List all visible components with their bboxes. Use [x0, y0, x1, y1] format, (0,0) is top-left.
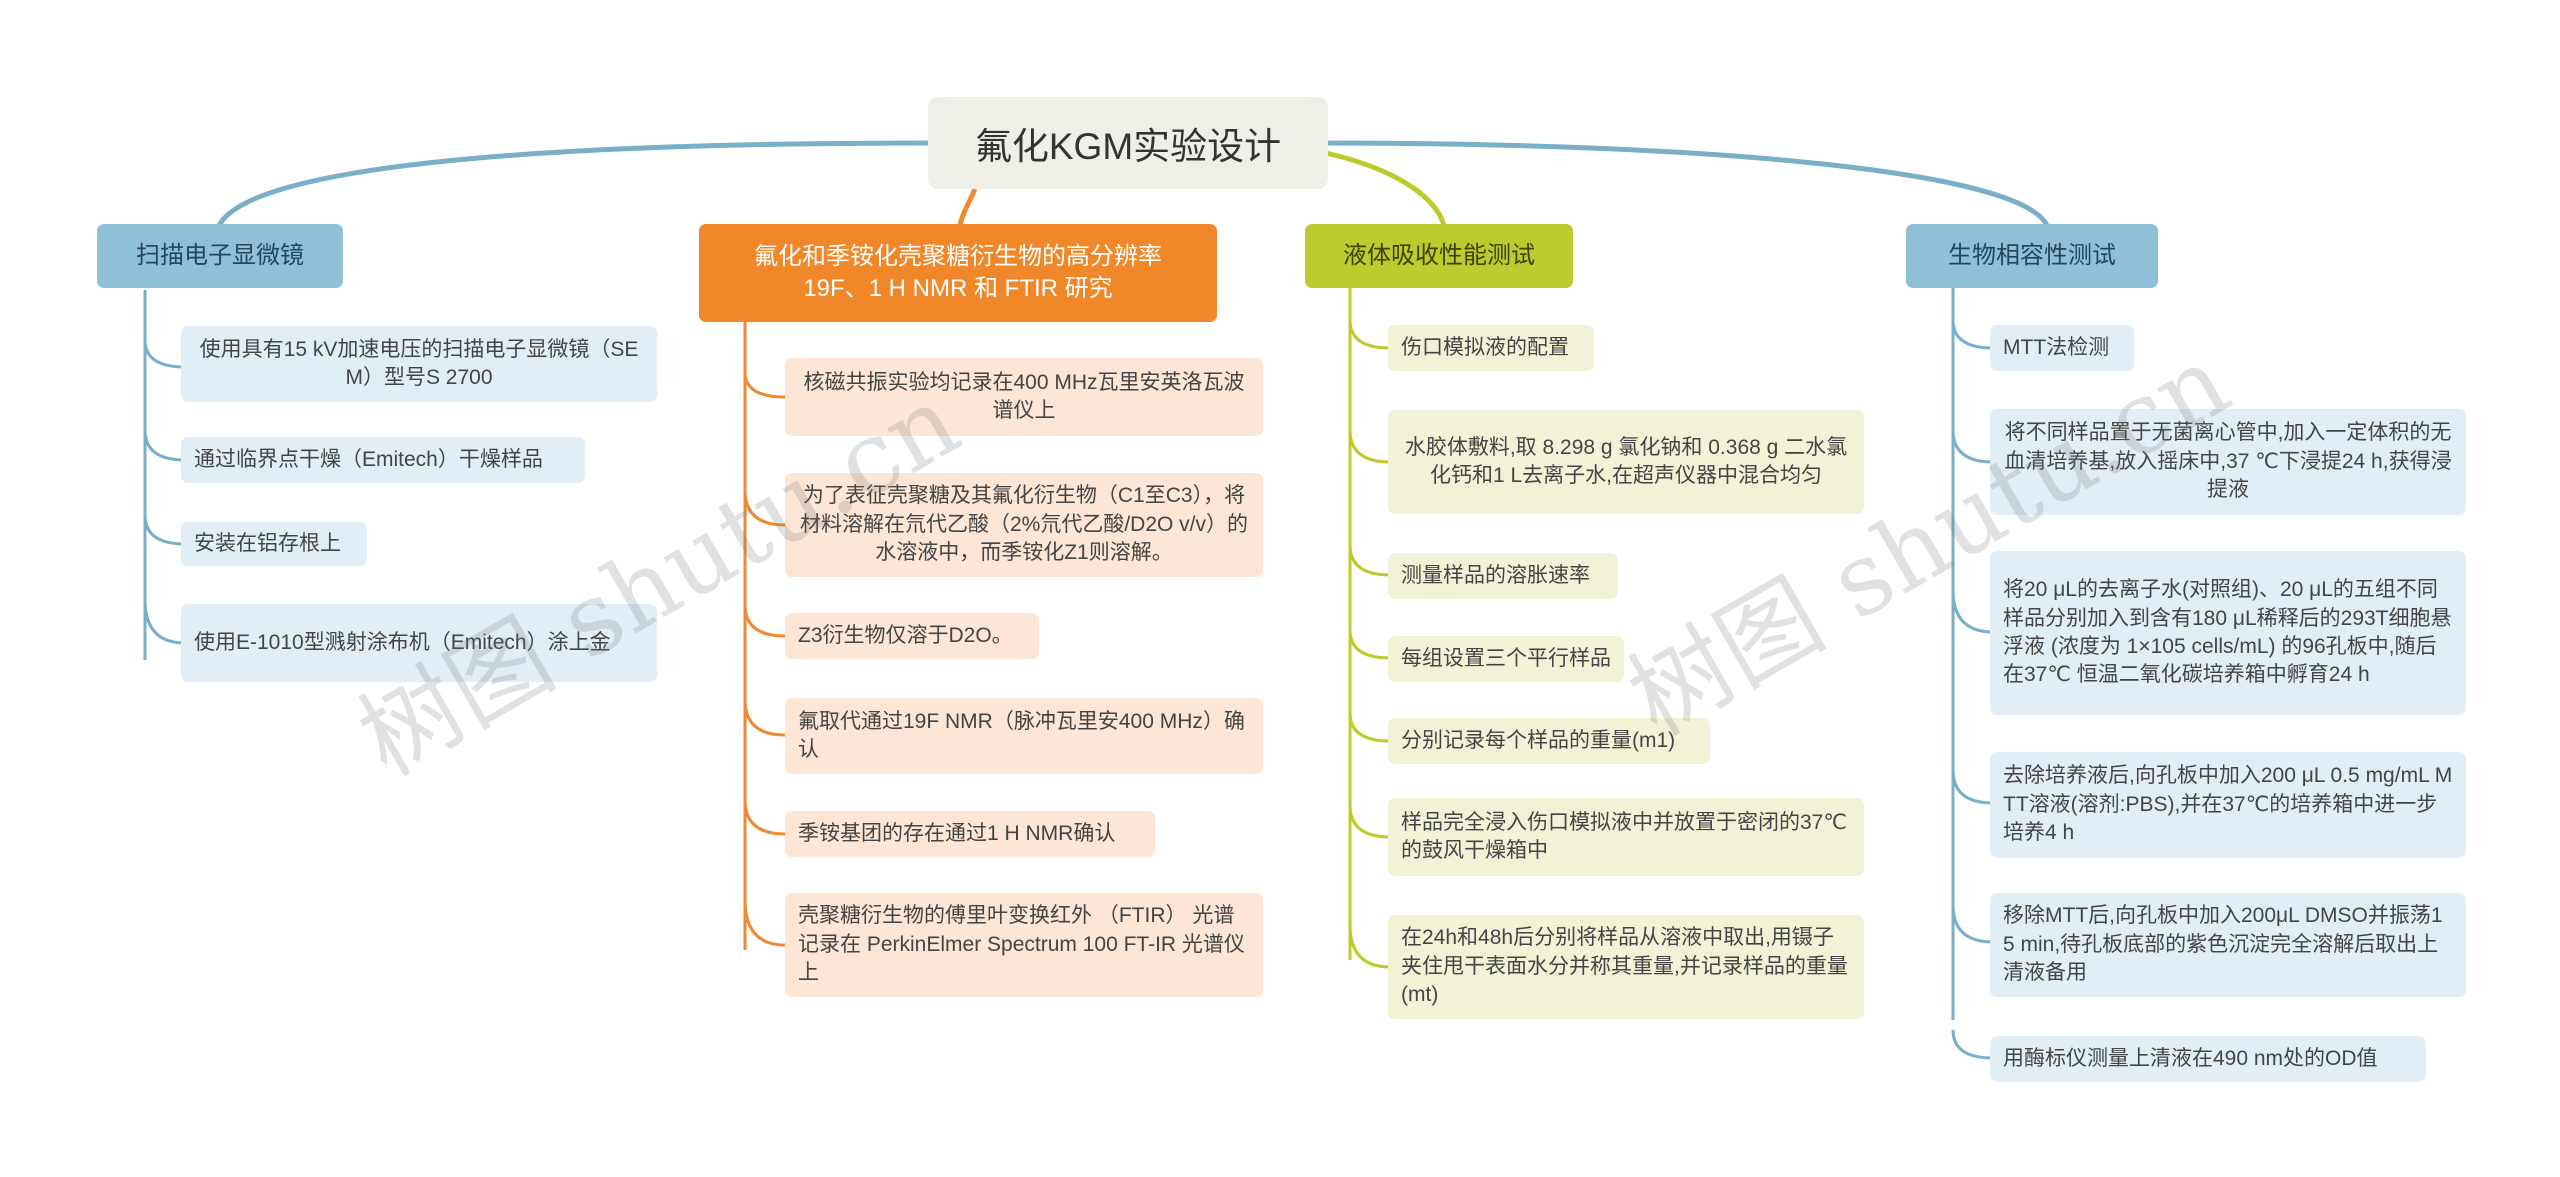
root-topic[interactable]: 氟化KGM实验设计: [928, 97, 1328, 189]
branch-liquid-absorption[interactable]: 液体吸收性能测试: [1305, 224, 1573, 288]
sem-item-4[interactable]: 使用E-1010型溅射涂布机（Emitech）涂上金: [181, 604, 657, 682]
bio-item-2[interactable]: 将不同样品置于无菌离心管中,加入一定体积的无血清培养基,放入摇床中,37 ℃下浸…: [1990, 409, 2466, 515]
nmr-item-1[interactable]: 核磁共振实验均记录在400 MHz瓦里安英洛瓦波谱仪上: [785, 358, 1263, 436]
bio-item-6[interactable]: 用酶标仪测量上清液在490 nm处的OD值: [1990, 1036, 2426, 1082]
sem-item-2[interactable]: 通过临界点干燥（Emitech）干燥样品: [181, 437, 585, 483]
branch-biocompatibility[interactable]: 生物相容性测试: [1906, 224, 2158, 288]
nmr-item-4[interactable]: 氟取代通过19F NMR（脉冲瓦里安400 MHz）确认: [785, 698, 1263, 774]
liquid-item-5[interactable]: 分别记录每个样品的重量(m1): [1388, 718, 1710, 764]
sem-item-1[interactable]: 使用具有15 kV加速电压的扫描电子显微镜（SEM）型号S 2700: [181, 326, 657, 402]
liquid-item-6[interactable]: 样品完全浸入伤口模拟液中并放置于密闭的37℃的鼓风干燥箱中: [1388, 798, 1864, 876]
bio-item-5[interactable]: 移除MTT后,向孔板中加入200μL DMSO并振荡15 min,待孔板底部的紫…: [1990, 893, 2466, 997]
bio-item-4[interactable]: 去除培养液后,向孔板中加入200 μL 0.5 mg/mL MTT溶液(溶剂:P…: [1990, 752, 2466, 858]
sem-item-3[interactable]: 安装在铝存根上: [181, 522, 367, 566]
nmr-item-2[interactable]: 为了表征壳聚糖及其氟化衍生物（C1至C3），将材料溶解在氘代乙酸（2%氘代乙酸/…: [785, 473, 1263, 577]
liquid-item-2[interactable]: 水胶体敷料,取 8.298 g 氯化钠和 0.368 g 二水氯化钙和1 L去离…: [1388, 410, 1864, 514]
bio-item-3[interactable]: 将20 μL的去离子水(对照组)、20 μL的五组不同样品分别加入到含有180 …: [1990, 551, 2466, 715]
nmr-item-5[interactable]: 季铵基团的存在通过1 H NMR确认: [785, 811, 1155, 857]
branch-nmr[interactable]: 氟化和季铵化壳聚糖衍生物的高分辨率19F、1 H NMR 和 FTIR 研究: [699, 224, 1217, 322]
liquid-item-4[interactable]: 每组设置三个平行样品: [1388, 636, 1624, 682]
bio-item-1[interactable]: MTT法检测: [1990, 325, 2134, 371]
branch-sem[interactable]: 扫描电子显微镜: [97, 224, 343, 288]
liquid-item-7[interactable]: 在24h和48h后分别将样品从溶液中取出,用镊子夹住甩干表面水分并称其重量,并记…: [1388, 915, 1864, 1019]
nmr-item-6[interactable]: 壳聚糖衍生物的傅里叶变换红外 （FTIR） 光谱记录在 PerkinElmer …: [785, 893, 1263, 997]
nmr-item-3[interactable]: Z3衍生物仅溶于D2O。: [785, 613, 1039, 659]
liquid-item-1[interactable]: 伤口模拟液的配置: [1388, 325, 1594, 371]
liquid-item-3[interactable]: 测量样品的溶胀速率: [1388, 553, 1618, 599]
